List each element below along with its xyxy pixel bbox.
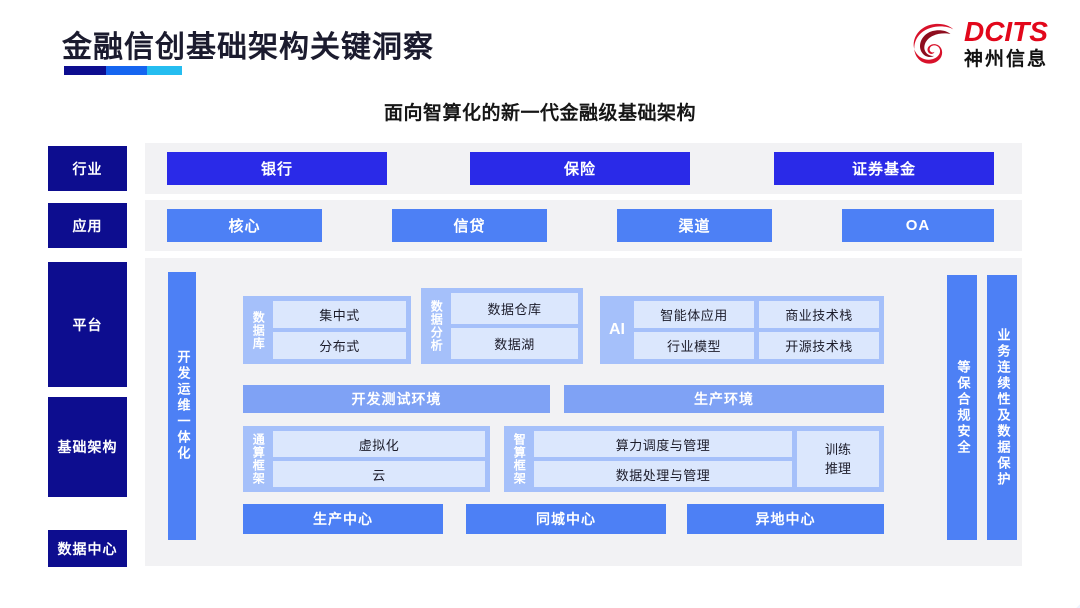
pill-data-processing[interactable]: 数据处理与管理	[534, 461, 792, 487]
pill-virtualization[interactable]: 虚拟化	[273, 431, 485, 457]
pill-industry-model[interactable]: 行业模型	[634, 332, 754, 359]
card-data-analysis-label: 数据分析	[429, 300, 444, 352]
logo-text-en: DCITS	[963, 16, 1048, 47]
accent-segment-blue	[106, 66, 147, 75]
card-general-compute-framework: 通算框架 虚拟化 云	[243, 426, 490, 492]
logo-text: DCITS 神州信息	[963, 16, 1048, 70]
card-data-analysis: 数据分析 数据仓库 数据湖	[421, 288, 583, 364]
accent-segment-navy	[64, 66, 107, 75]
card-ai-column-right: 商业技术栈 开源技术栈	[759, 301, 879, 359]
card-smart-compute-label: 智算框架	[512, 433, 527, 485]
datacenter-chip-same-city[interactable]: 同城中心	[466, 504, 666, 534]
env-bar-production[interactable]: 生产环境	[564, 385, 884, 413]
card-database: 数据库 集中式 分布式	[243, 296, 411, 364]
application-band: 核心 信贷 渠道 OA	[145, 200, 1022, 251]
page-title: 金融信创基础架构关键洞察	[62, 31, 434, 64]
vertical-bar-devops: 开发运维一体化	[168, 272, 196, 540]
pill-compute-scheduling[interactable]: 算力调度与管理	[534, 431, 792, 457]
vertical-bar-security-compliance: 等保合规安全	[947, 275, 977, 540]
pill-distributed[interactable]: 分布式	[273, 332, 406, 359]
rail-label-datacenter: 数据中心	[48, 530, 127, 567]
pill-agent-application[interactable]: 智能体应用	[634, 301, 754, 328]
stripe-2	[841, 570, 1080, 608]
card-smart-compute-body: 算力调度与管理 数据处理与管理 训练 推理	[534, 431, 879, 487]
card-smart-compute-column: 算力调度与管理 数据处理与管理	[534, 431, 792, 487]
card-database-label: 数据库	[251, 310, 266, 350]
train-label: 训练	[824, 441, 851, 457]
diagram-subtitle: 面向智算化的新一代金融级基础架构	[383, 103, 696, 124]
industry-band: 银行 保险 证券基金	[145, 143, 1022, 194]
application-chip-core[interactable]: 核心	[167, 209, 322, 242]
pill-cloud[interactable]: 云	[273, 461, 485, 487]
card-smart-compute-framework: 智算框架 算力调度与管理 数据处理与管理 训练 推理	[504, 426, 884, 492]
rail-label-industry: 行业	[48, 146, 127, 191]
env-bar-dev-test[interactable]: 开发测试环境	[243, 385, 550, 413]
rail-label-platform: 平台	[48, 262, 127, 387]
rail-label-application: 应用	[48, 203, 127, 248]
application-chip-credit[interactable]: 信贷	[392, 209, 547, 242]
industry-chip-insurance[interactable]: 保险	[470, 152, 690, 185]
vertical-bar-business-continuity: 业务连续性及数据保护	[987, 275, 1017, 540]
pill-data-warehouse[interactable]: 数据仓库	[451, 293, 578, 324]
swirl-logo-icon	[913, 23, 954, 64]
logo-text-cn: 神州信息	[963, 49, 1048, 70]
pill-opensource-stack[interactable]: 开源技术栈	[759, 332, 879, 359]
datacenter-chip-production[interactable]: 生产中心	[243, 504, 443, 534]
industry-chip-bank[interactable]: 银行	[167, 152, 387, 185]
card-ai: AI 智能体应用 行业模型 商业技术栈 开源技术栈	[600, 296, 884, 364]
card-ai-column-left: 智能体应用 行业模型	[634, 301, 754, 359]
card-ai-label: AI	[609, 320, 625, 338]
pill-train-inference[interactable]: 训练 推理	[797, 431, 879, 487]
pill-commercial-stack[interactable]: 商业技术栈	[759, 301, 879, 328]
card-database-body: 集中式 分布式	[273, 301, 406, 359]
application-chip-oa[interactable]: OA	[842, 209, 994, 242]
title-accent-rule	[64, 66, 182, 75]
pill-data-lake[interactable]: 数据湖	[451, 328, 578, 359]
pill-centralized[interactable]: 集中式	[273, 301, 406, 328]
card-data-analysis-body: 数据仓库 数据湖	[451, 293, 578, 359]
industry-chip-securities-fund[interactable]: 证券基金	[774, 152, 994, 185]
rail-label-infrastructure: 基础架构	[48, 397, 127, 497]
accent-segment-cyan	[146, 66, 182, 75]
brand-logo: DCITS 神州信息	[911, 18, 1048, 69]
card-ai-body: 智能体应用 行业模型 商业技术栈 开源技术栈	[634, 301, 879, 359]
card-general-compute-label: 通算框架	[251, 433, 266, 485]
card-general-compute-body: 虚拟化 云	[273, 431, 485, 487]
inference-label: 推理	[824, 461, 851, 476]
datacenter-chip-remote[interactable]: 异地中心	[687, 504, 884, 534]
application-chip-channel[interactable]: 渠道	[617, 209, 772, 242]
